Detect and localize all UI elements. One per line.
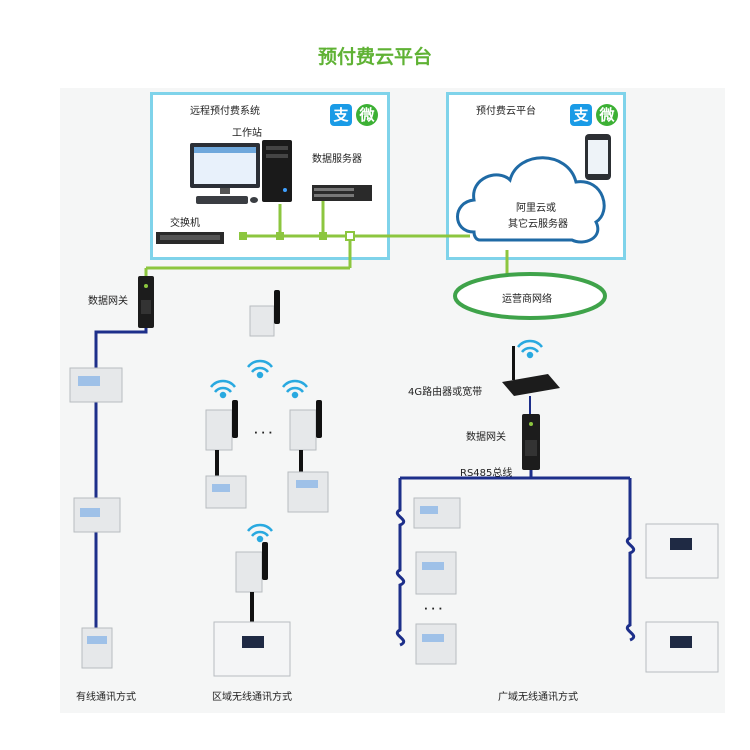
data-server-label: 数据服务器 xyxy=(312,154,362,165)
tower-server xyxy=(262,140,292,202)
data-gateway-left xyxy=(138,276,154,328)
workstation-computer xyxy=(190,143,260,204)
wired-bus-lines xyxy=(94,328,148,642)
data-gateway-right-label: 数据网关 xyxy=(466,432,506,443)
cloud-server xyxy=(456,156,606,244)
switch-label: 交换机 xyxy=(170,218,200,229)
rs485-meters xyxy=(413,497,719,673)
regional-wireless-devices xyxy=(205,290,329,677)
workstation-label: 工作站 xyxy=(232,128,262,139)
rs485-bus-label: RS485总线 xyxy=(460,468,513,479)
4g-router xyxy=(502,346,560,396)
data-gateway-left-label: 数据网关 xyxy=(88,296,128,307)
alipay-icon: 支 xyxy=(570,104,592,126)
wechat-icon: 微 xyxy=(356,104,378,126)
router-label: 4G路由器或宽带 xyxy=(408,387,483,398)
data-gateway-right xyxy=(522,414,540,470)
regional-wireless-caption: 区域无线通讯方式 xyxy=(212,692,292,703)
rs485-bus-lines xyxy=(395,470,636,647)
wide-area-wireless-caption: 广域无线通讯方式 xyxy=(498,692,578,703)
wired-meters xyxy=(69,367,123,669)
lan-nodes xyxy=(239,231,355,241)
ellipsis-rs485: · · · xyxy=(424,604,443,615)
wechat-icon: 微 xyxy=(596,104,618,126)
smartphone xyxy=(585,134,611,180)
network-switch xyxy=(156,232,224,244)
alipay-icon: 支 xyxy=(330,104,352,126)
cloud-platform-title: 预付费云平台 xyxy=(476,106,536,117)
wifi-icons xyxy=(210,339,543,543)
cloud-label-line2: 其它云服务器 xyxy=(508,219,568,230)
cloud-label-line1: 阿里云或 xyxy=(516,203,556,214)
remote-system-title: 远程预付费系统 xyxy=(190,106,260,117)
wired-caption: 有线通讯方式 xyxy=(76,692,136,703)
rack-server xyxy=(312,185,372,201)
carrier-network-ring xyxy=(453,272,607,320)
ellipsis-regional: · · · xyxy=(254,428,273,439)
page-title: 预付费云平台 xyxy=(317,46,432,68)
carrier-network-label: 运营商网络 xyxy=(502,294,552,305)
